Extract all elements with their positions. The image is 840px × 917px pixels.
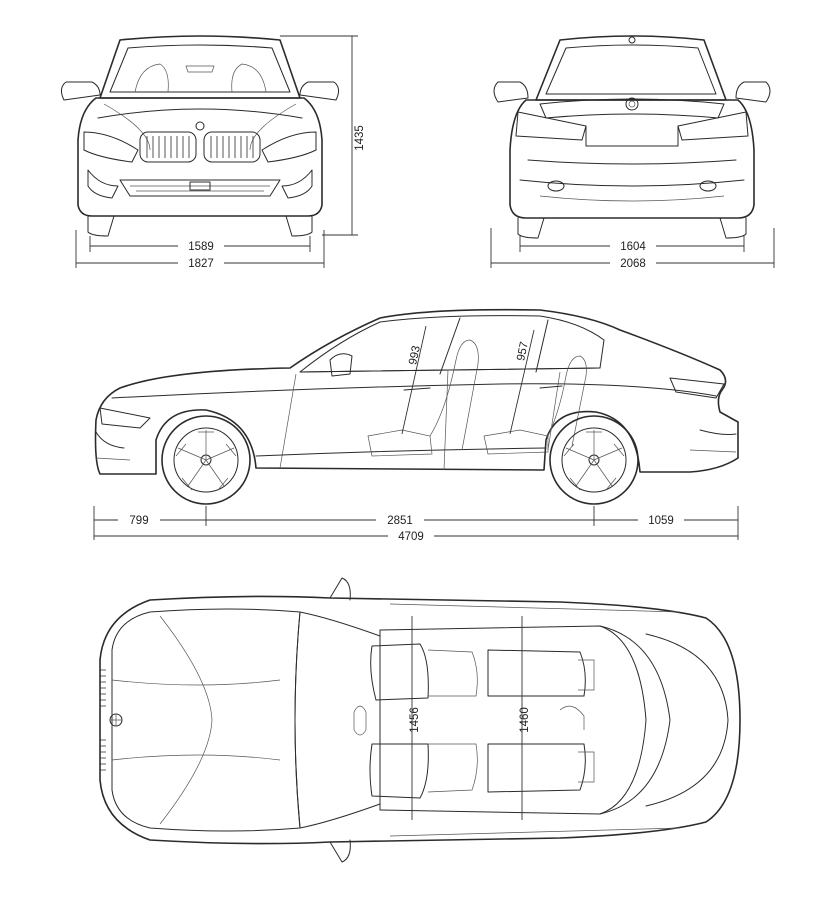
width-with-mirrors-dimension-label: 2068 [620, 258, 646, 270]
rear-wheel [549, 415, 639, 505]
rear-dimensions: 1604 2068 [490, 228, 775, 270]
front-overhang-dimension-label: 799 [129, 515, 148, 527]
front-view [60, 35, 340, 237]
length-dimension-label: 4709 [398, 531, 424, 543]
rear-shoulder-width-dimension-label: 1460 [519, 707, 531, 733]
front-shoulder-width-dimension-label: 1456 [409, 707, 421, 733]
front-dimensions: 1435 1589 1827 [75, 35, 366, 270]
top-view: 1456 1460 [99, 577, 741, 863]
rear-overhang-dimension-label: 1059 [648, 515, 674, 527]
front-track-dimension-label: 1589 [188, 241, 214, 253]
side-view: 993 957 [94, 308, 739, 505]
rear-headroom-dimension-label: 957 [515, 341, 531, 362]
height-dimension-label: 1435 [354, 125, 366, 151]
front-wheel [161, 415, 251, 505]
rear-view [493, 35, 771, 239]
side-dimensions: 799 2851 1059 4709 [93, 506, 739, 543]
rear-track-dimension-label: 1604 [620, 241, 646, 253]
width-dimension-label: 1827 [188, 258, 214, 270]
front-headroom-dimension-label: 993 [407, 345, 423, 366]
wheelbase-dimension-label: 2851 [387, 515, 413, 527]
